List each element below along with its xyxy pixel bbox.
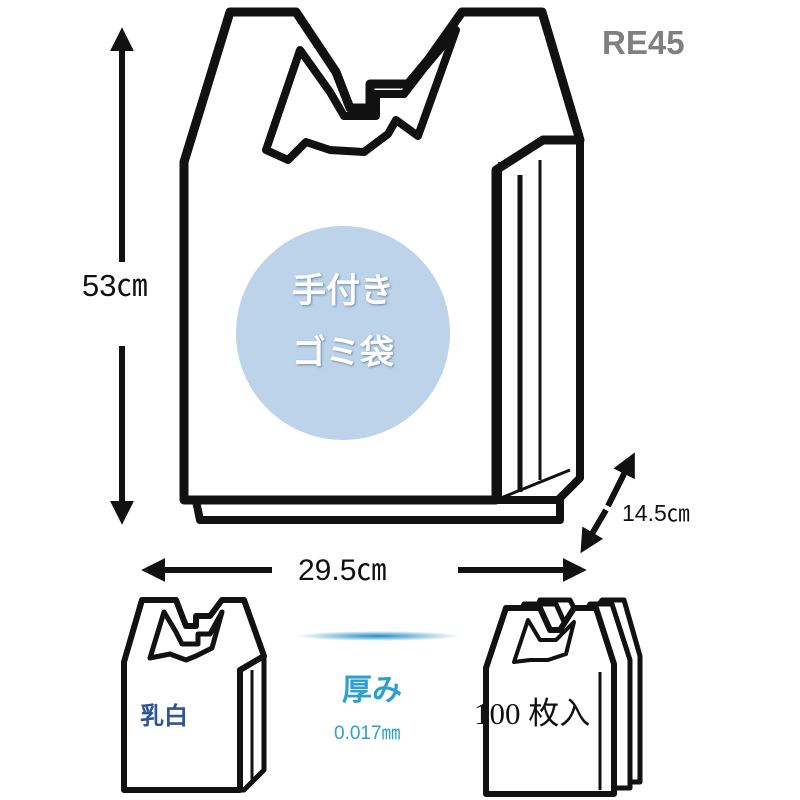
stacked-bags	[483, 597, 643, 797]
product-label-line2: ゴミ袋	[292, 333, 394, 373]
color-label: 乳白	[140, 702, 188, 730]
count-label: 100 枚入	[474, 696, 591, 731]
product-label-line1: 手付き	[292, 271, 394, 311]
small-bag-color	[121, 597, 267, 793]
product-label-circle	[236, 226, 450, 440]
main-bag	[179, 7, 585, 524]
thickness-value: 0.017㎜	[334, 723, 401, 744]
width-label: 29.5㎝	[298, 554, 387, 587]
depth-label: 14.5㎝	[622, 500, 690, 526]
dimension-arrows	[110, 27, 635, 582]
thickness-label: 厚み	[342, 673, 402, 708]
depth-arrow-down	[580, 508, 609, 554]
depth-arrow-up	[605, 452, 635, 508]
product-code: RE45	[602, 24, 685, 61]
height-label: 53㎝	[82, 268, 148, 303]
thickness-line	[296, 631, 460, 641]
